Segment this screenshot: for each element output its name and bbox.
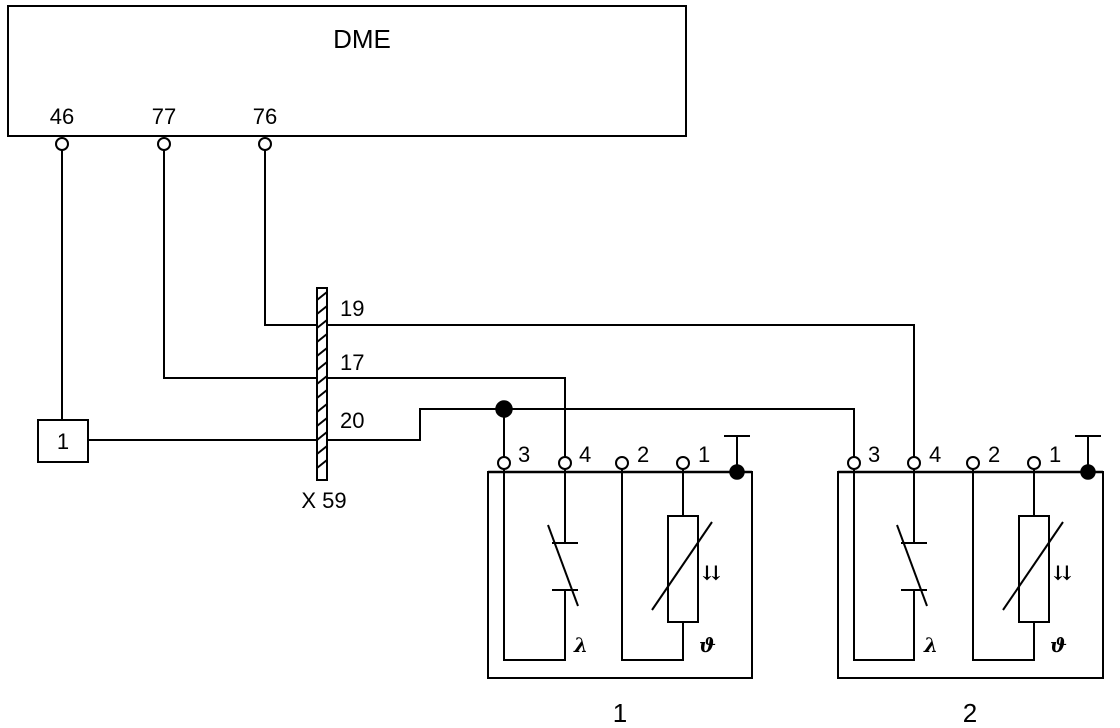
sensor-1-pin-label-4: 4 xyxy=(579,442,591,467)
component-1: 1 xyxy=(37,419,89,463)
sensor-2-pin-2 xyxy=(966,456,980,470)
connector-pin-20: 20 xyxy=(340,408,364,433)
sensor-2-lambda-cell xyxy=(896,524,928,607)
sensor-1-pin-4 xyxy=(558,456,572,470)
connector-pin-19: 19 xyxy=(340,296,364,321)
oxygen-sensor-1: 3 4 2 1 λ ϑ ⇊ 1 xyxy=(487,435,753,728)
sensor-2-pin-4 xyxy=(907,456,921,470)
sensor-1-pin-2 xyxy=(615,456,629,470)
connector-label: X 59 xyxy=(301,488,346,513)
wire-77-17 xyxy=(163,150,566,457)
dme-pin-label-77: 77 xyxy=(152,104,176,129)
sensor-2-heater xyxy=(1018,515,1050,623)
dme-box xyxy=(7,5,687,137)
sensor-1-label: 1 xyxy=(613,698,627,728)
sensor-1-pin-label-1: 1 xyxy=(698,442,710,467)
sensor-1-pin-1 xyxy=(676,456,690,470)
dme-title: DME xyxy=(333,24,391,54)
sensor-2-pin-label-3: 3 xyxy=(868,442,880,467)
sensor-2-pin-label-2: 2 xyxy=(988,442,1000,467)
component-box xyxy=(37,419,89,463)
component-label: 1 xyxy=(57,429,69,454)
sensor-1-pin-3 xyxy=(497,456,511,470)
sensor-2-label: 2 xyxy=(963,698,977,728)
oxygen-sensor-2: 3 4 2 1 λ ϑ ⇊ 2 xyxy=(837,435,1104,728)
dme-pin-label-76: 76 xyxy=(253,104,277,129)
splice-dot xyxy=(495,400,513,418)
wire-20 xyxy=(88,408,855,457)
sensor-2-pin-3 xyxy=(847,456,861,470)
sensor-2-lambda-symbol: λ xyxy=(923,633,938,657)
sensor-1-lambda-symbol: λ xyxy=(573,633,588,657)
connector-x59: 19 17 20 X 59 xyxy=(301,287,364,513)
sensor-1-heater-symbol: ⇊ xyxy=(702,561,720,585)
connector-pin-17: 17 xyxy=(340,350,364,375)
sensor-1-lambda-cell xyxy=(547,524,579,607)
wires xyxy=(61,150,915,457)
dme-pin-label-46: 46 xyxy=(50,104,74,129)
wire-76-19 xyxy=(264,150,915,457)
sensor-2-pin-label-4: 4 xyxy=(929,442,941,467)
sensor-2-pin-label-1: 1 xyxy=(1049,442,1061,467)
dme-control-unit: DME 46 77 76 xyxy=(7,5,687,137)
dme-pin-76 xyxy=(258,137,272,151)
sensor-1-pin-label-2: 2 xyxy=(637,442,649,467)
sensor-1-theta-symbol: ϑ xyxy=(699,633,716,657)
sensor-2-theta-symbol: ϑ xyxy=(1050,633,1067,657)
sensor-2-heater-symbol: ⇊ xyxy=(1053,561,1071,585)
sensor-1-pin-label-3: 3 xyxy=(518,442,530,467)
sensor-2-pin-1 xyxy=(1027,456,1041,470)
sensor-1-heater xyxy=(667,515,699,623)
dme-pin-77 xyxy=(157,137,171,151)
dme-pin-46 xyxy=(55,137,69,151)
